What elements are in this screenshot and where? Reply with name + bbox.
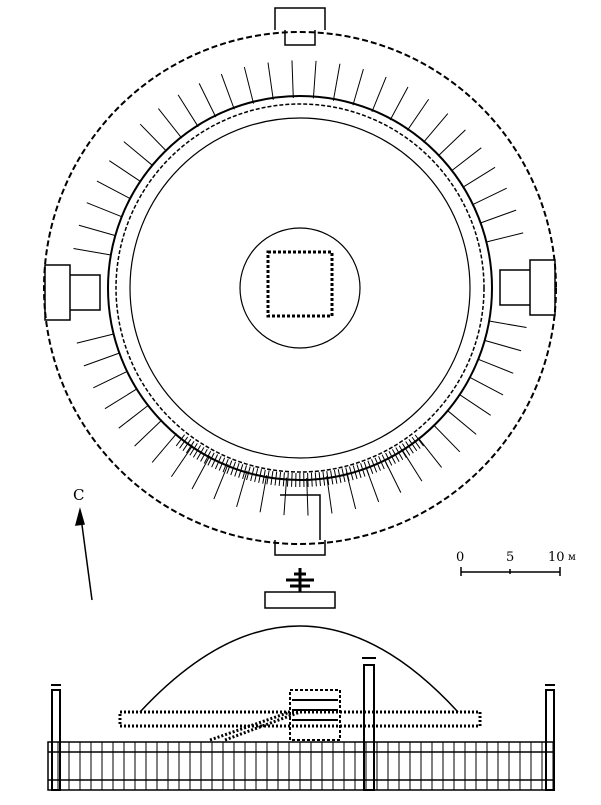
harmika	[264, 591, 336, 609]
slab-line	[198, 83, 217, 118]
pavement-slabs	[73, 60, 527, 516]
scale-tick-10: 10	[548, 550, 565, 565]
slab-line	[76, 333, 114, 344]
north-gate	[274, 7, 326, 46]
slab-line	[423, 113, 449, 143]
slab-line	[104, 388, 138, 410]
slab-line	[151, 433, 177, 463]
slab-line	[158, 108, 183, 139]
slab-line	[220, 73, 235, 110]
slab-line	[312, 60, 317, 99]
south-gate	[274, 494, 326, 556]
slab-line	[118, 404, 150, 429]
pillar-left	[51, 684, 61, 791]
stair-hatching	[175, 434, 425, 487]
slab-line	[83, 352, 120, 367]
slab-line	[73, 247, 112, 256]
slab-line	[469, 376, 504, 396]
slab-line	[236, 470, 248, 508]
slab-line	[96, 180, 131, 200]
slab-line	[177, 94, 199, 128]
south-torana	[289, 689, 341, 741]
slab-line	[139, 123, 167, 152]
slab-line	[93, 370, 128, 389]
slab-line	[134, 419, 163, 447]
railing-posts	[57, 742, 554, 790]
slab-line	[433, 424, 461, 453]
dome	[139, 625, 459, 713]
gateways	[44, 7, 556, 556]
harmika-circle	[239, 227, 361, 349]
chhatra-finial	[286, 568, 314, 592]
scale-tick-5: 5	[506, 550, 515, 565]
pillar-center	[362, 657, 376, 791]
north-arrow	[74, 507, 93, 601]
harmika-square	[266, 250, 334, 318]
slab-line	[488, 320, 527, 329]
west-gate	[44, 264, 101, 321]
slab-line	[267, 62, 274, 100]
slab-line	[458, 393, 491, 416]
east-gate	[499, 259, 556, 316]
slab-line	[291, 60, 294, 99]
slab-line	[406, 98, 430, 131]
slab-line	[437, 129, 466, 157]
dome-base	[129, 117, 471, 459]
slab-line	[486, 232, 524, 243]
slab-line	[109, 160, 142, 183]
slab-line	[213, 464, 229, 500]
pillar-right	[545, 684, 555, 791]
slab-line	[389, 86, 409, 121]
slab-line	[484, 339, 522, 352]
scale-bar-line	[460, 567, 561, 576]
slab-line	[462, 166, 496, 188]
slab-line	[78, 224, 116, 237]
scale-unit: м	[568, 552, 576, 563]
terrace-inner	[115, 103, 485, 473]
outer-railing-circle	[43, 31, 557, 545]
staircase	[209, 710, 301, 742]
terrace-outer	[107, 95, 493, 481]
slab-line	[86, 202, 123, 218]
slab-line	[352, 68, 364, 106]
slab-line	[259, 475, 268, 513]
slab-line	[170, 445, 194, 478]
slab-line	[123, 141, 154, 167]
slab-line	[371, 76, 387, 112]
slab-line	[326, 476, 333, 514]
slab-line	[450, 147, 482, 172]
slab-line	[243, 66, 255, 104]
plan-view	[43, 7, 557, 556]
scale-tick-0: 0	[456, 550, 465, 565]
north-label: С	[73, 486, 85, 504]
slab-line	[191, 455, 211, 490]
elevation-view	[47, 568, 555, 791]
slab-line	[283, 477, 288, 516]
slab-line	[306, 477, 309, 516]
slab-line	[417, 437, 442, 468]
slab-line	[477, 358, 514, 374]
slab-line	[480, 209, 517, 224]
slab-line	[446, 409, 477, 435]
slab-line	[332, 63, 341, 101]
slab-line	[472, 187, 507, 206]
